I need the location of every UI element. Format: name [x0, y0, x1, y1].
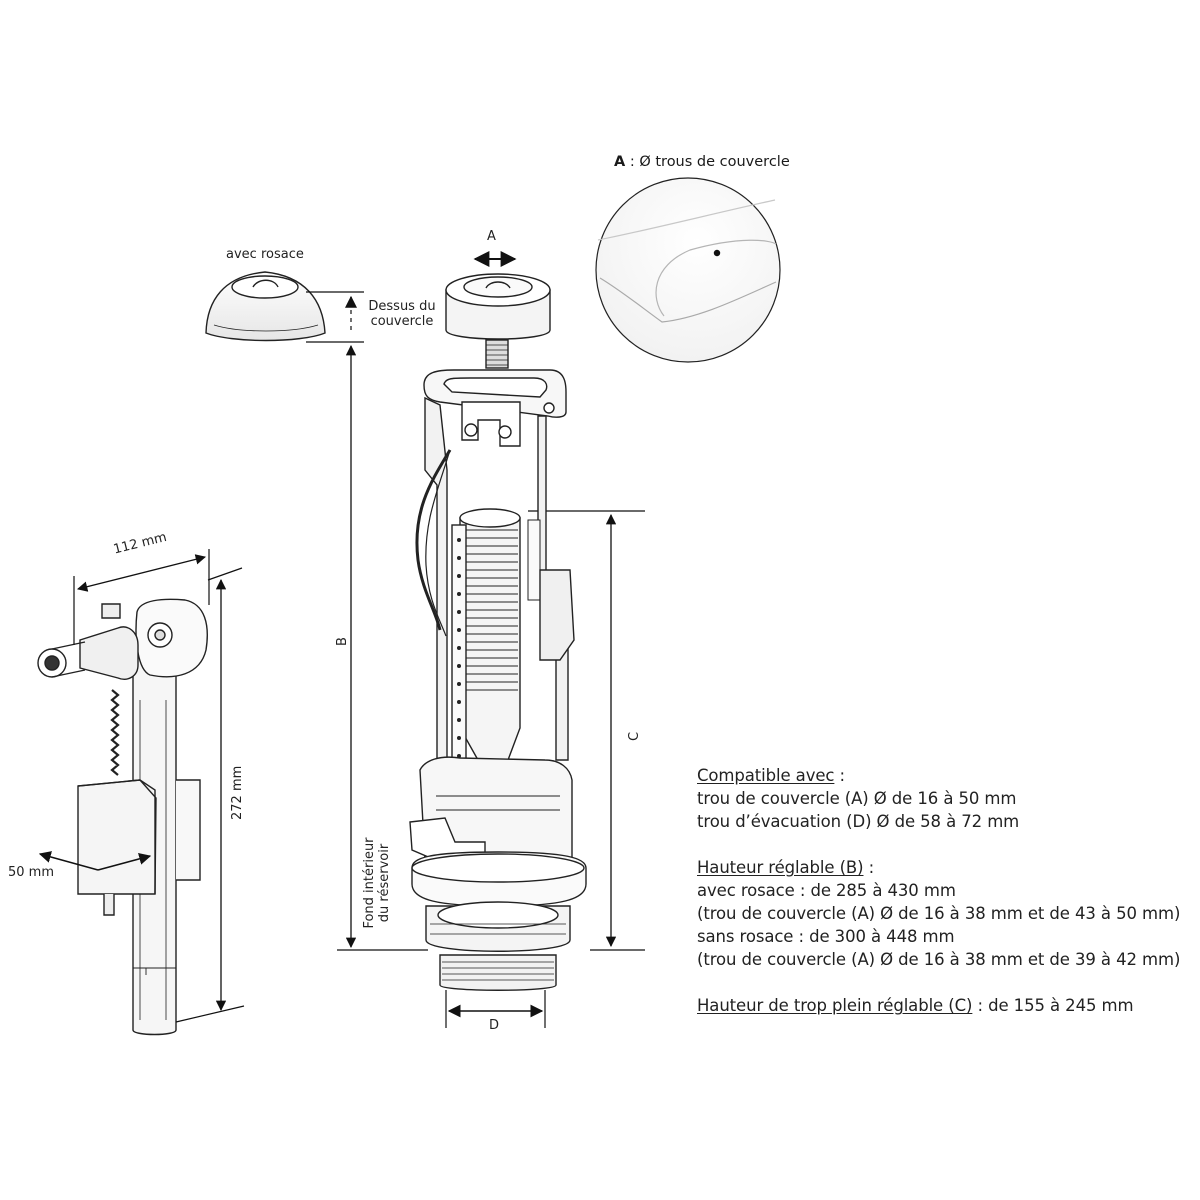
- hauteur-suffix: :: [863, 858, 875, 877]
- fond-line2: du réservoir: [377, 843, 392, 923]
- lid-top-dimension: [306, 291, 364, 343]
- spec-gap-2: [697, 971, 1192, 994]
- fond-line1: Fond intérieur: [362, 837, 377, 929]
- compat-line-2: trou d’évacuation (D) Ø de 58 à 72 mm: [697, 812, 1020, 831]
- label-dim-d: D: [489, 1018, 500, 1033]
- compat-heading: Compatible avec :: [697, 764, 1192, 787]
- label-height-272: 272 mm: [230, 765, 245, 820]
- spec-block: Compatible avec : trou de couvercle (A) …: [697, 764, 1192, 1017]
- dessus-line2: couvercle: [370, 314, 434, 329]
- label-dim-b: B: [335, 637, 350, 646]
- fill-valve-dimensions: [38, 549, 245, 1023]
- compat-line-1: trou de couvercle (A) Ø de 16 à 50 mm: [697, 789, 1017, 808]
- dessus-line1: Dessus du: [368, 299, 436, 314]
- trop-title: Hauteur de trop plein réglable (C): [697, 996, 973, 1015]
- annotation-letter: A: [614, 154, 626, 170]
- hauteur-heading: Hauteur réglable (B) :: [697, 856, 1192, 879]
- rosace-cap: [205, 271, 326, 342]
- hauteur-line-1: avec rosace : de 285 à 430 mm: [697, 881, 956, 900]
- label-dessus-couvercle: Dessus du couvercle: [364, 299, 440, 329]
- label-dim-a: A: [487, 229, 496, 244]
- lid-hole: [713, 249, 721, 257]
- label-dim-c: C: [627, 731, 642, 741]
- spec-gap-1: [697, 833, 1192, 856]
- dim-c: [528, 510, 645, 951]
- label-fond-reservoir: Fond intérieur du réservoir: [362, 831, 392, 935]
- hauteur-line-2: (trou de couvercle (A) Ø de 16 à 38 mm e…: [697, 904, 1181, 923]
- fill-valve: [37, 598, 208, 1036]
- hauteur-line-3: sans rosace : de 300 à 448 mm: [697, 927, 955, 946]
- flush-valve: [409, 369, 587, 991]
- compat-title: Compatible avec: [697, 766, 835, 785]
- lid-hole-annotation: A : Ø trous de couvercle: [614, 154, 790, 170]
- dim-d: [445, 990, 546, 1028]
- trop-plein-line: Hauteur de trop plein réglable (C) : de …: [697, 994, 1192, 1017]
- lid-hole-circle: [595, 177, 781, 363]
- hauteur-line-4: (trou de couvercle (A) Ø de 16 à 38 mm e…: [697, 950, 1181, 969]
- trop-suffix: : de 155 à 245 mm: [972, 996, 1134, 1015]
- compat-suffix: :: [834, 766, 846, 785]
- label-avec-rosace: avec rosace: [226, 247, 304, 262]
- push-button: [445, 273, 551, 369]
- label-depth-50: 50 mm: [8, 865, 55, 880]
- hauteur-title: Hauteur réglable (B): [697, 858, 864, 877]
- annotation-text: : Ø trous de couvercle: [625, 154, 790, 170]
